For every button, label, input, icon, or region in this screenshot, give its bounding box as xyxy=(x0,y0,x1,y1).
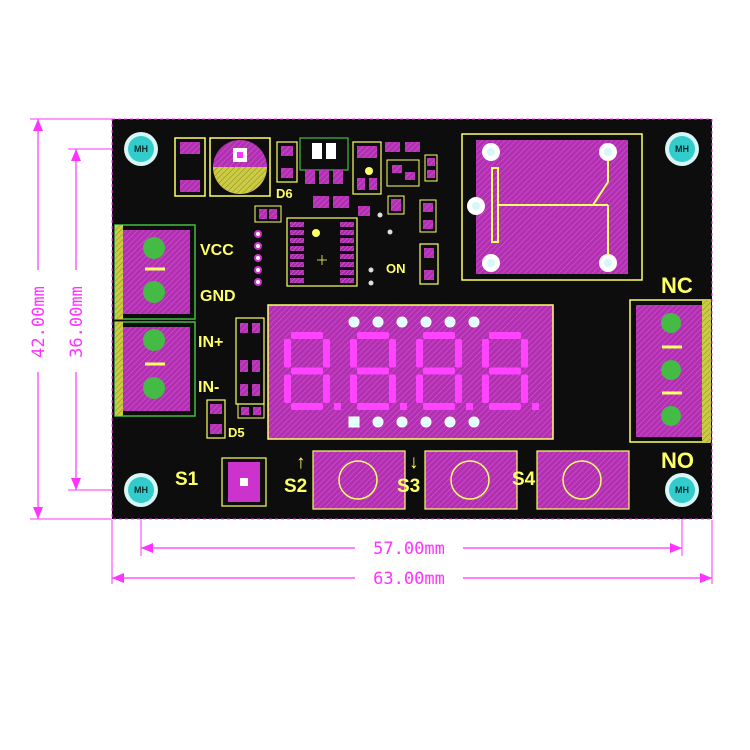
d5-label: D5 xyxy=(228,425,245,440)
s3-label: S3 xyxy=(397,476,420,497)
height-outer-label: 42.00mm xyxy=(29,286,49,358)
dimension-width-outer: 63.00mm xyxy=(111,520,713,589)
digit-3-segment xyxy=(423,367,455,375)
diode-d5: D5 xyxy=(206,399,245,440)
digit-4-segment xyxy=(489,332,521,339)
button-s2[interactable] xyxy=(312,450,406,510)
header-pins xyxy=(254,230,262,286)
on-label: ON xyxy=(386,261,406,276)
capacitor-left xyxy=(174,137,206,197)
digit-4-decimal-point xyxy=(532,403,539,410)
power-terminal-block xyxy=(114,224,196,320)
digit-2-segment xyxy=(357,367,389,375)
width-inner-label: 57.00mm xyxy=(373,539,445,559)
s2-label: S2 xyxy=(284,476,307,497)
digit-1-segment xyxy=(291,403,323,410)
s1-label: S1 xyxy=(175,469,199,490)
digit-2-segment xyxy=(350,339,357,368)
d6-label: D6 xyxy=(276,186,293,201)
transistor-top xyxy=(299,137,349,184)
svg-text:MH: MH xyxy=(675,144,689,154)
seven-segment-display xyxy=(267,304,554,440)
diode-d6: D6 xyxy=(276,141,298,201)
on-led: ON xyxy=(386,243,439,285)
display-pins-top xyxy=(348,316,480,328)
relay-terminal-block xyxy=(629,299,711,443)
in-minus-label: IN- xyxy=(198,379,219,396)
digit-2-segment xyxy=(357,332,389,339)
digit-4-segment xyxy=(482,339,489,368)
svg-text:MH: MH xyxy=(675,485,689,495)
ic-chip xyxy=(286,217,358,287)
digit-2-segment xyxy=(350,374,357,403)
mounting-hole-bottom-right: MH xyxy=(665,473,699,507)
digit-3-segment xyxy=(455,374,462,403)
digit-1-segment xyxy=(323,374,330,403)
height-inner-label: 36.00mm xyxy=(67,286,87,358)
dimension-height-inner: 36.00mm xyxy=(67,148,138,491)
digit-1-segment xyxy=(323,339,330,368)
smd-resistor-small xyxy=(254,205,282,223)
digit-2-segment xyxy=(389,374,396,403)
digit-2-segment xyxy=(389,339,396,368)
digit-3-decimal-point xyxy=(466,403,473,410)
signal-terminal-block xyxy=(114,321,196,417)
digit-4-segment xyxy=(521,339,528,368)
digit-3-segment xyxy=(423,332,455,339)
display-pins-bottom xyxy=(348,416,480,428)
vcc-label: VCC xyxy=(200,242,234,259)
digit-1-segment xyxy=(291,367,323,375)
smd-cluster xyxy=(385,142,438,187)
smd-row-2 xyxy=(313,195,437,233)
nc-label: NC xyxy=(661,273,693,298)
digit-1-decimal-point xyxy=(334,403,341,410)
s3-arrow: ↓ xyxy=(409,452,419,473)
gnd-label: GND xyxy=(200,288,236,305)
input-resistors xyxy=(235,317,265,419)
width-outer-label: 63.00mm xyxy=(373,569,445,589)
digit-4-segment xyxy=(489,403,521,410)
s2-arrow: ↑ xyxy=(296,452,306,473)
mounting-hole-bottom-left: MH xyxy=(124,473,158,507)
digit-4-segment xyxy=(482,374,489,403)
digit-3-segment xyxy=(416,374,423,403)
digit-3-segment xyxy=(423,403,455,410)
digit-1-segment xyxy=(291,332,323,339)
transistor-q1 xyxy=(352,141,382,195)
digit-4-segment xyxy=(489,367,521,375)
mounting-hole-top-left: MH xyxy=(124,132,158,166)
digit-2-segment xyxy=(357,403,389,410)
digit-3-segment xyxy=(416,339,423,368)
digit-4-segment xyxy=(521,374,528,403)
digit-2-decimal-point xyxy=(400,403,407,410)
s4-label: S4 xyxy=(512,469,536,490)
button-s3[interactable] xyxy=(424,450,518,510)
no-label: NO xyxy=(661,448,694,473)
button-s1[interactable] xyxy=(221,457,267,507)
via-dots xyxy=(368,212,393,286)
svg-text:MH: MH xyxy=(134,485,148,495)
digit-3-segment xyxy=(455,339,462,368)
svg-text:MH: MH xyxy=(134,144,148,154)
relay xyxy=(461,133,643,281)
button-s4[interactable] xyxy=(536,450,630,510)
electrolytic-capacitor xyxy=(209,137,271,197)
dimension-height-outer: 42.00mm xyxy=(29,118,112,520)
digit-1-segment xyxy=(284,374,291,403)
mounting-hole-top-right: MH xyxy=(665,132,699,166)
in-plus-label: IN+ xyxy=(198,334,223,351)
digit-1-segment xyxy=(284,339,291,368)
